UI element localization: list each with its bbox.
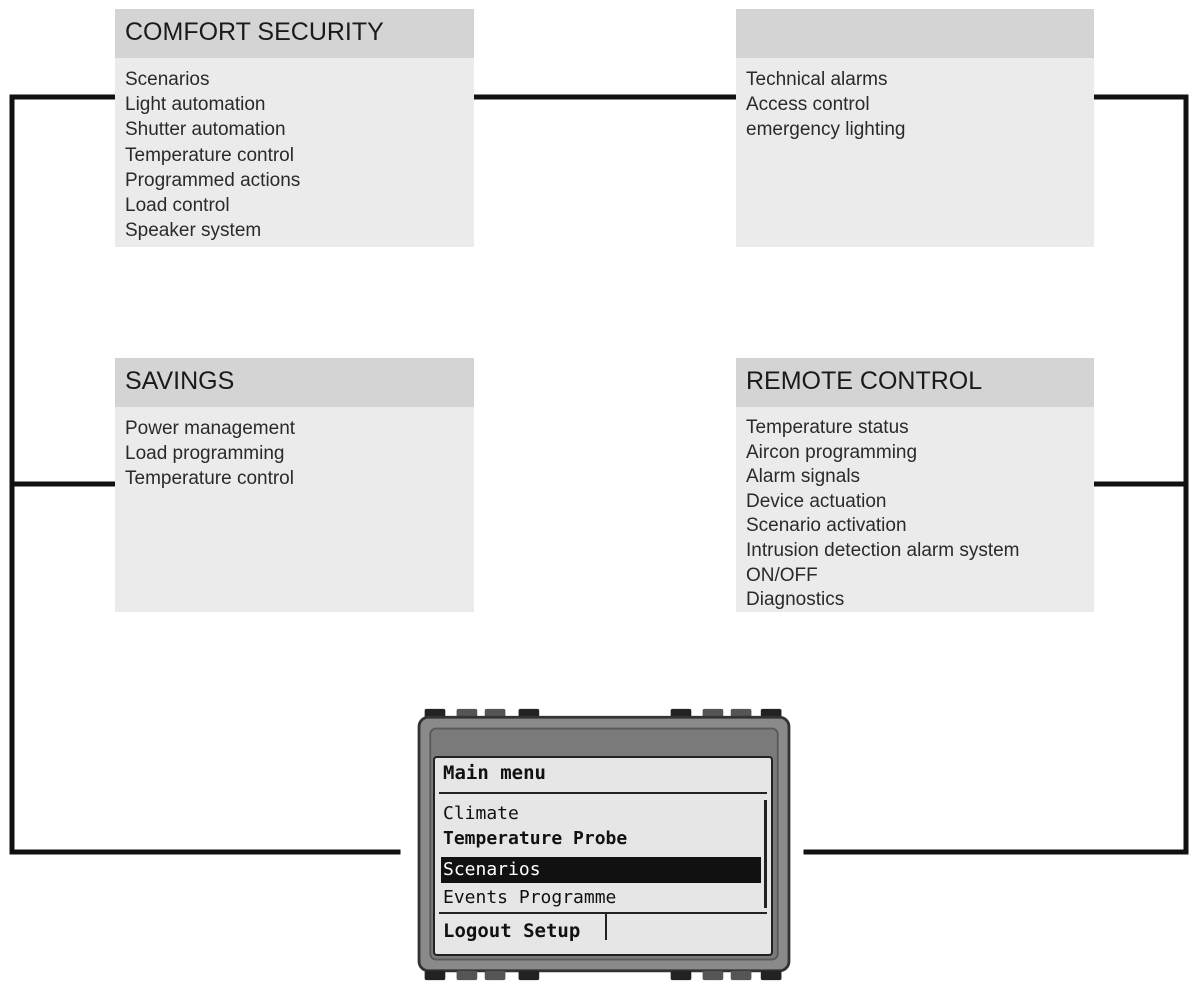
screen-title: Main menu	[443, 762, 546, 784]
menu-item-scenarios[interactable]: Scenarios	[441, 857, 761, 883]
list-item: ON/OFF	[746, 564, 818, 586]
menu-item-events-programme[interactable]: Events Programme	[443, 887, 617, 908]
wire-right	[803, 94, 1189, 855]
feature-list: Scenarios Light automation Shutter autom…	[115, 58, 474, 243]
feature-list: Technical alarms Access control emergenc…	[736, 58, 1094, 143]
menu-scrollbar[interactable]	[764, 800, 767, 908]
feature-list: Temperature status Aircon programming Al…	[736, 407, 1094, 613]
panel-title: COMFORT SECURITY	[115, 9, 474, 58]
list-item: Shutter automation	[125, 119, 286, 141]
panel-title	[736, 9, 1094, 58]
device-screen: Main menu Climate Temperature Probe Scen…	[433, 756, 773, 956]
panel-remote-control: REMOTE CONTROL Temperature status Aircon…	[736, 358, 1094, 612]
panel-savings: SAVINGS Power management Load programmin…	[115, 358, 474, 612]
panel-security: Technical alarms Access control emergenc…	[736, 9, 1094, 247]
list-item: Device actuation	[746, 490, 887, 512]
wire-left	[9, 94, 401, 855]
list-item: Scenario activation	[746, 515, 907, 537]
panel-title: SAVINGS	[115, 358, 474, 407]
feature-list: Power management Load programming Temper…	[115, 407, 474, 492]
list-item: Load programming	[125, 443, 285, 465]
menu-item-climate[interactable]: Climate	[443, 803, 519, 824]
list-item: Programmed actions	[125, 169, 301, 191]
list-item: Intrusion detection alarm system	[746, 539, 1020, 561]
divider	[439, 912, 767, 914]
text-cursor	[605, 914, 607, 940]
menu-item-temperature-probe[interactable]: Temperature Probe	[443, 828, 628, 849]
list-item: Temperature control	[125, 144, 294, 166]
list-item: Scenarios	[125, 69, 210, 90]
list-item: Temperature control	[125, 468, 294, 490]
list-item: Temperature status	[746, 417, 909, 438]
panel-comfort-security: COMFORT SECURITY Scenarios Light automat…	[115, 9, 474, 247]
screen-footer-softkeys[interactable]: Logout Setup	[443, 920, 581, 942]
list-item: Alarm signals	[746, 466, 861, 488]
list-item: Speaker system	[125, 220, 262, 242]
list-item: Light automation	[125, 94, 266, 116]
list-item: Diagnostics	[746, 589, 845, 611]
list-item: Aircon programming	[746, 441, 918, 463]
list-item: Load control	[125, 195, 230, 217]
list-item: Technical alarms	[746, 69, 888, 90]
divider	[439, 792, 767, 794]
list-item: Power management	[125, 418, 296, 439]
list-item: emergency lighting	[746, 119, 906, 141]
list-item: Access control	[746, 94, 870, 116]
panel-title: REMOTE CONTROL	[736, 358, 1094, 407]
